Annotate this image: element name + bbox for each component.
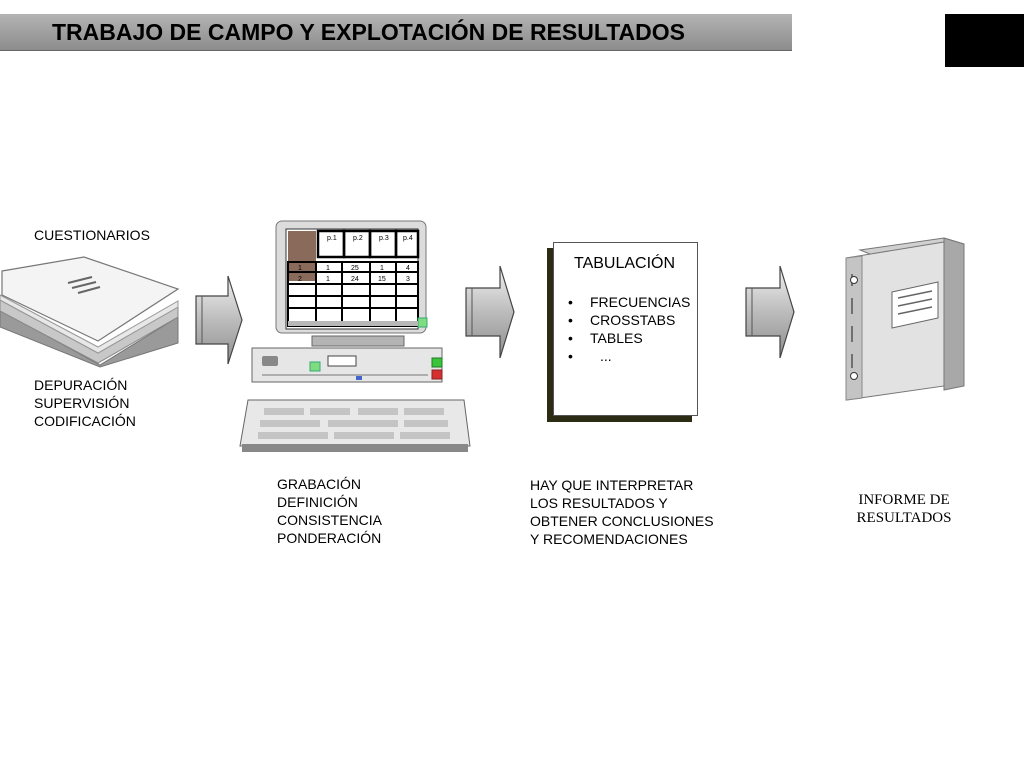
- arrow-right-icon: [745, 265, 795, 359]
- report-binder-icon: [845, 237, 965, 401]
- arrow-right-icon: [465, 265, 515, 359]
- screen-cell: 1: [326, 265, 330, 272]
- questionnaires-tasks: DEPURACIÓN SUPERVISIÓN CODIFICACIÓN: [34, 376, 136, 430]
- screen-cell: 4: [406, 265, 410, 272]
- tabulation-title: TABULACIÓN: [574, 255, 676, 272]
- corner-black-box: [945, 14, 1024, 67]
- tabulation-list: •FRECUENCIAS •CROSSTABS •TABLES •...: [568, 293, 690, 365]
- arrow-right-icon: [195, 275, 243, 365]
- screen-cell: 1: [380, 265, 384, 272]
- interpretation-text: HAY QUE INTERPRETAR LOS RESULTADOS Y OBT…: [530, 476, 714, 548]
- page-title: TRABAJO DE CAMPO Y EXPLOTACIÓN DE RESULT…: [52, 19, 685, 45]
- questionnaires-label: CUESTIONARIOS: [34, 227, 150, 243]
- task-line: DEPURACIÓN: [34, 377, 128, 393]
- screen-header: p.3: [379, 235, 389, 242]
- screen-cell: 15: [378, 276, 386, 283]
- text-line: LOS RESULTADOS Y: [530, 495, 668, 511]
- task-line: SUPERVISIÓN: [34, 395, 130, 411]
- text-line: INFORME DE: [858, 492, 950, 508]
- task-line: DEFINICIÓN: [277, 494, 358, 510]
- questionnaire-stack-icon: [0, 256, 180, 368]
- title-bar: TRABAJO DE CAMPO Y EXPLOTACIÓN DE RESULT…: [0, 14, 792, 51]
- screen-cell: 3: [406, 276, 410, 283]
- screen-header: p.1: [327, 235, 337, 242]
- text-line: HAY QUE INTERPRETAR: [530, 477, 694, 493]
- list-item: •FRECUENCIAS: [568, 294, 691, 310]
- screen-cell: 1: [298, 265, 302, 272]
- screen-cell: 24: [351, 276, 359, 283]
- tabulation-box: TABULACIÓN •FRECUENCIAS •CROSSTABS •TABL…: [553, 242, 698, 416]
- text-line: Y RECOMENDACIONES: [530, 531, 688, 547]
- list-item: •CROSSTABS: [568, 312, 676, 328]
- screen-header: p.4: [403, 235, 413, 242]
- task-line: CODIFICACIÓN: [34, 413, 136, 429]
- screen-header: p.2: [353, 235, 363, 242]
- screen-cell: 2: [298, 276, 302, 283]
- computer-tasks: GRABACIÓN DEFINICIÓN CONSISTENCIA PONDER…: [277, 475, 382, 547]
- list-item: •TABLES: [568, 330, 643, 346]
- screen-cell: 1: [326, 276, 330, 283]
- computer-icon: p.1 p.2 p.3 p.4 1 1 25 1 4 2 1 24 15 3: [239, 220, 471, 452]
- text-line: RESULTADOS: [856, 510, 952, 526]
- task-line: CONSISTENCIA: [277, 512, 383, 528]
- list-item: •...: [568, 348, 612, 364]
- task-line: PONDERACIÓN: [277, 530, 382, 546]
- text-line: OBTENER CONCLUSIONES: [530, 513, 714, 529]
- task-line: GRABACIÓN: [277, 476, 362, 492]
- report-label: INFORME DE RESULTADOS: [840, 491, 968, 527]
- screen-cell: 25: [351, 265, 359, 272]
